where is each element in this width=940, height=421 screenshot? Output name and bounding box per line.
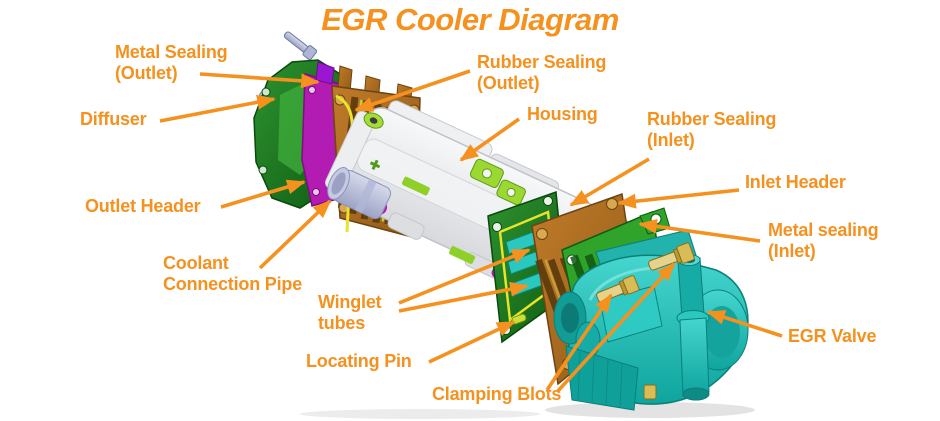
label-locating-pin: Locating Pin — [306, 351, 412, 371]
clamping-bolts-part — [596, 242, 695, 400]
arrow-winglet-tube-1 — [398, 248, 531, 305]
arrow-clamping-bolt-1 — [545, 293, 613, 392]
arrow-housing — [459, 117, 521, 162]
arrow-outlet-header — [220, 179, 306, 209]
arrow-diffuser — [159, 94, 276, 123]
label-egr-valve: EGR Valve — [788, 326, 877, 346]
label-metal-sealing-outlet: Metal Sealing (Outlet) — [115, 42, 228, 83]
arrow-locating-pin — [428, 320, 516, 364]
coolant-connection-pipe-part — [327, 167, 392, 220]
arrow-clamping-bolt-2 — [555, 262, 676, 394]
arrow-egr-valve — [706, 310, 783, 338]
arrow-metal-sealing-inlet — [638, 218, 761, 243]
label-rubber-sealing-outlet: Rubber Sealing (Outlet) — [477, 52, 607, 93]
page-title: EGR Cooler Diagram — [321, 2, 619, 37]
arrow-coolant-connection-pipe — [258, 199, 332, 270]
label-housing: Housing — [527, 104, 598, 124]
arrow-rubber-sealing-inlet — [569, 157, 650, 207]
arrow-inlet-header — [617, 188, 740, 209]
label-coolant-connection-pipe: Coolant Connection Pipe — [163, 253, 303, 294]
label-clamping-blots: Clamping Blots — [432, 384, 562, 404]
callout-arrows — [159, 69, 783, 394]
arrow-winglet-tube-2 — [398, 281, 529, 313]
label-metal-sealing-inlet: Metal sealing (Inlet) — [768, 220, 879, 261]
label-winglet-tubes: Winglet tubes — [318, 292, 382, 333]
ground-shadow — [300, 402, 755, 419]
arrow-rubber-sealing-outlet — [354, 69, 471, 112]
label-rubber-sealing-inlet: Rubber Sealing (Inlet) — [647, 109, 777, 150]
label-outlet-header: Outlet Header — [85, 196, 201, 216]
label-diffuser: Diffuser — [80, 109, 147, 129]
label-inlet-header: Inlet Header — [745, 172, 846, 192]
egr-valve-part — [553, 229, 749, 411]
arrow-metal-sealing-outlet — [199, 72, 320, 89]
